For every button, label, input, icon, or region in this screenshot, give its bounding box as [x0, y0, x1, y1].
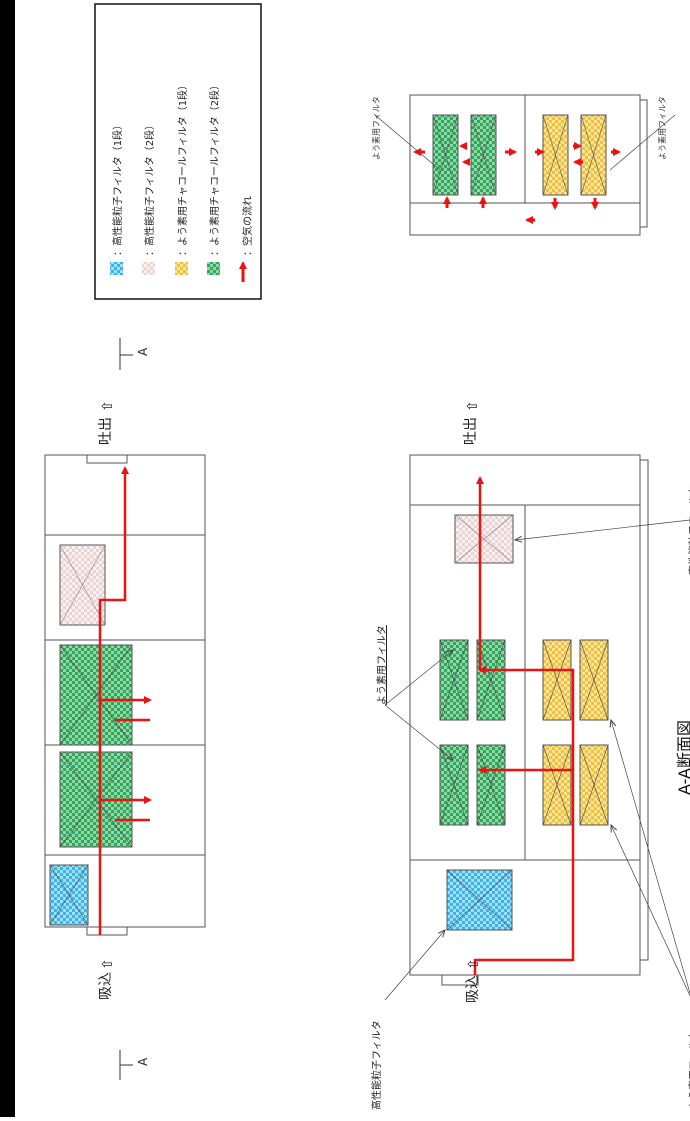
legend-swatch-charcoal2 [207, 262, 220, 275]
section-title: A-A断面図 [675, 720, 690, 795]
legend-swatch-hepa2 [142, 262, 155, 275]
legend-item-hepa1: ：高性能粒子フィルタ（1段） [110, 120, 124, 275]
left-border-bar [0, 0, 15, 1117]
section-view: 吐出 ⇧ 吸込 ⇧ A-A断面図 よう素用フィルタ 高性能粒子フィルタ よう素用… [370, 400, 690, 1110]
legend-label-charcoal1: ：よう素用チャコールフィルタ（1段） [176, 80, 189, 256]
legend-item-charcoal2: ：よう素用チャコールフィルタ（2段） [207, 80, 221, 275]
section-exhaust-label: 吐出 [463, 417, 479, 445]
section-airflow-path [473, 666, 575, 975]
hepa-filter-label-right: 高性能粒子フィルタ [687, 485, 690, 575]
side-iodine-label-right: よう素用フィルタ [657, 96, 667, 160]
filter-unit-diagram: ：高性能粒子フィルタ（1段） ：高性能粒子フィルタ（2段） ：よう素用チャコール… [44, 3, 690, 1110]
plan-view: 吐出 ⇧ 吸込 ⇧ A A [44, 338, 206, 1080]
legend: ：高性能粒子フィルタ（1段） ：高性能粒子フィルタ（2段） ：よう素用チャコール… [94, 3, 262, 300]
legend-label-hepa2: ：高性能粒子フィルタ（2段） [143, 120, 156, 256]
legend-label-hepa1: ：高性能粒子フィルタ（1段） [111, 120, 124, 256]
plan-exhaust-label: 吐出 [98, 417, 114, 445]
legend-box [94, 3, 262, 300]
svg-text:⇧: ⇧ [465, 400, 481, 412]
legend-label-charcoal2: ：よう素用チャコールフィルタ（2段） [208, 80, 221, 256]
side-view: よう素用フィルタ [371, 94, 676, 236]
iodine-filter-label-lower: よう素用フィルタ [687, 1030, 690, 1110]
section-intake-label: 吸込 [465, 975, 481, 1003]
legend-item-airflow: ：空気の流れ [239, 196, 254, 282]
svg-text:⇧: ⇧ [100, 400, 116, 412]
section-mark-bottom: A [136, 1057, 150, 1066]
svg-text:⇧: ⇧ [466, 958, 482, 970]
iodine-filter-label-upper: よう素用フィルタ [375, 625, 388, 705]
legend-label-airflow: ：空気の流れ [241, 196, 254, 256]
legend-item-hepa2: ：高性能粒子フィルタ（2段） [142, 120, 156, 275]
legend-item-charcoal1: ：よう素用チャコールフィルタ（1段） [175, 80, 189, 275]
legend-swatch-charcoal1 [175, 262, 188, 275]
svg-text:⇧: ⇧ [100, 958, 116, 970]
side-airflow-arrows [413, 142, 621, 224]
legend-swatch-hepa1 [110, 262, 123, 275]
diagram-canvas: ：高性能粒子フィルタ（1段） ：高性能粒子フィルタ（2段） ：よう素用チャコール… [15, 0, 690, 1117]
side-iodine-label-top: よう素用フィルタ [371, 96, 381, 160]
section-mark-top: A [136, 347, 150, 356]
hepa-filter-label-left: 高性能粒子フィルタ [370, 1020, 383, 1110]
plan-intake-label: 吸込 [98, 972, 114, 1000]
